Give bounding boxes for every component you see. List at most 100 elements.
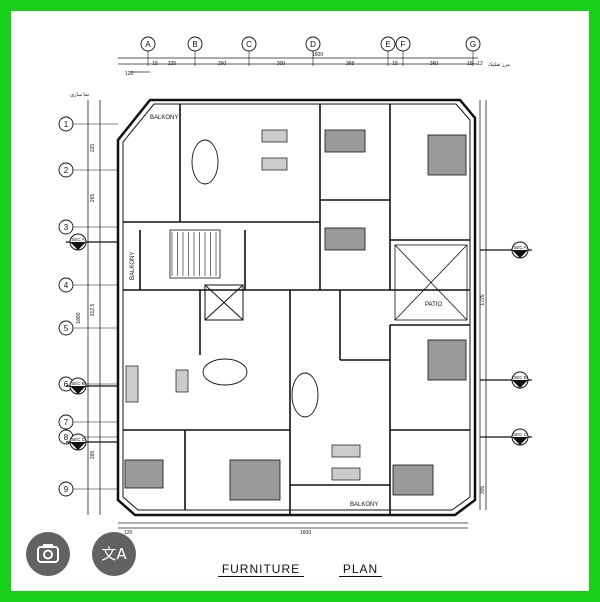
sofas <box>125 129 361 481</box>
lens-icon <box>37 544 59 563</box>
section-label: SEC B <box>71 381 85 386</box>
top-dim-value: 260 <box>218 61 227 67</box>
left-dim-value: 312.5 <box>90 304 96 317</box>
top-dim-value: 225 <box>168 61 177 67</box>
grid-col-label: D <box>310 40 316 49</box>
grid-bubble-row: 4 <box>58 277 118 293</box>
grid-bubble-col: A <box>140 36 156 66</box>
grid-row-label: 2 <box>64 166 69 175</box>
grid-bubble-col: C <box>241 36 257 66</box>
sofa <box>261 129 288 143</box>
section-label: SEC A <box>71 237 84 242</box>
right-dimension-chain <box>479 100 487 510</box>
bed <box>324 227 366 251</box>
section-marker: SEC A <box>480 241 532 259</box>
sofa <box>331 444 361 458</box>
section-marker: SEC C <box>66 433 118 451</box>
bottom-dimension-chain <box>118 522 468 529</box>
section-markers: SEC A SEC A SEC B SEC B SEC C SEC C <box>66 233 532 451</box>
left-dim-value: 265 <box>90 194 96 203</box>
grid-bubble-col: D <box>305 36 321 66</box>
top-small-dim: 120 <box>125 71 134 77</box>
arabic-label-right: مرز تفکیک <box>488 62 510 68</box>
right-dim-value: 1725 <box>480 294 486 305</box>
right-dim-value: 305 <box>480 486 486 495</box>
section-marker: SEC B <box>480 371 532 389</box>
right-dimension-values: 1725 305 <box>480 294 486 494</box>
section-marker: SEC C <box>480 428 532 446</box>
left-grid-bubbles: 1 2 3 4 5 6 7 8 9 <box>58 116 118 497</box>
left-dim-value: 225 <box>90 144 96 153</box>
grid-col-label: E <box>385 40 390 49</box>
top-small-dim-value: 15 <box>152 61 158 67</box>
left-dimension-chain <box>87 100 101 515</box>
top-small-dim-value: 15 <box>392 61 398 67</box>
left-dim-value: 1880 <box>76 312 82 323</box>
grid-col-label: A <box>145 40 151 49</box>
grid-bubble-row: 5 <box>58 320 118 336</box>
top-dimension-chain <box>118 57 478 73</box>
top-small-dim-value: 12 <box>477 61 483 67</box>
dining-table <box>291 372 319 418</box>
caption-right: PLAN <box>338 562 383 577</box>
dining-table <box>191 139 219 185</box>
grid-bubble-col: F <box>395 36 411 66</box>
google-lens-button[interactable] <box>26 532 70 576</box>
section-label: SEC B <box>513 375 527 380</box>
translate-button[interactable]: 文A <box>92 532 136 576</box>
grid-bubble-row: 1 <box>58 116 118 132</box>
plan-caption: FURNITURE PLAN <box>0 562 600 577</box>
grid-bubble-row: 6 <box>58 376 118 392</box>
room-label-balkony-left: BALKONY <box>130 252 136 280</box>
grid-row-label: 6 <box>64 380 69 389</box>
grid-bubble-col: B <box>187 36 203 66</box>
caption-left: FURNITURE <box>217 562 305 577</box>
sofa <box>175 369 189 393</box>
dining-tables <box>191 139 319 418</box>
bottom-overall-dim: 1600 <box>300 530 311 536</box>
section-label: SEC A <box>513 245 526 250</box>
bed <box>124 459 164 489</box>
sofa <box>331 467 361 481</box>
outer-walls <box>116 98 477 517</box>
bottom-small-dim: 120 <box>124 530 133 536</box>
grid-row-label: 7 <box>64 418 69 427</box>
top-dim-value: 300 <box>277 61 286 67</box>
top-grid-bubbles: A B C D E F G <box>140 36 481 66</box>
grid-bubble-row: 3 <box>58 219 118 235</box>
grid-row-label: 5 <box>64 324 69 333</box>
bed <box>392 464 434 496</box>
grid-row-label: 4 <box>64 281 69 290</box>
top-overall-dim: 1600 <box>312 52 323 58</box>
bed <box>229 459 281 501</box>
bed <box>324 129 366 153</box>
grid-bubble-col: G <box>465 36 481 66</box>
section-label: SEC C <box>513 432 528 437</box>
grid-col-label: B <box>192 40 197 49</box>
dining-table <box>202 358 248 386</box>
grid-col-label: G <box>470 40 476 49</box>
grid-row-label: 3 <box>64 223 69 232</box>
sofa <box>261 157 288 171</box>
grid-col-label: F <box>401 40 406 49</box>
grid-row-label: 9 <box>64 485 69 494</box>
room-label-balkony-bottom: BALKONY <box>350 502 378 508</box>
top-dim-value: 15 <box>467 61 473 67</box>
grid-row-label: 8 <box>64 433 69 442</box>
bed <box>427 134 467 176</box>
room-label-balkony-top: BALKONY <box>150 115 178 121</box>
top-dim-value: 368 <box>346 61 355 67</box>
beds <box>124 129 467 501</box>
sofa <box>125 365 139 403</box>
bed <box>427 339 467 381</box>
grid-bubble-row: 2 <box>58 162 118 178</box>
grid-row-label: 1 <box>64 120 69 129</box>
elevator <box>204 284 244 321</box>
grid-bubble-row: 7 <box>58 414 118 430</box>
interior-walls <box>123 104 470 515</box>
translate-icon: 文A <box>101 545 127 563</box>
grid-bubble-row: 9 <box>58 481 118 497</box>
